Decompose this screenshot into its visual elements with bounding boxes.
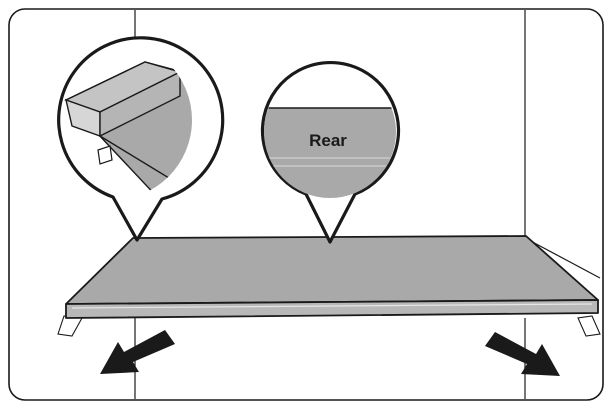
shelf-top-surface <box>65 235 599 305</box>
rear-label: Rear <box>309 131 347 150</box>
front-edge-callout <box>57 36 225 242</box>
glass-shelf <box>65 235 599 319</box>
front-detail-trim-side <box>99 70 181 138</box>
front-detail-clip <box>97 145 113 165</box>
rear-callout: Rear <box>260 61 401 244</box>
arrow-down-right-icon <box>485 332 560 376</box>
cabinet-right-diagonal <box>524 237 601 279</box>
shelf-front-trim-line <box>71 303 593 309</box>
arrow-down-left-icon <box>100 330 175 374</box>
shelf-right-bracket <box>577 315 601 337</box>
